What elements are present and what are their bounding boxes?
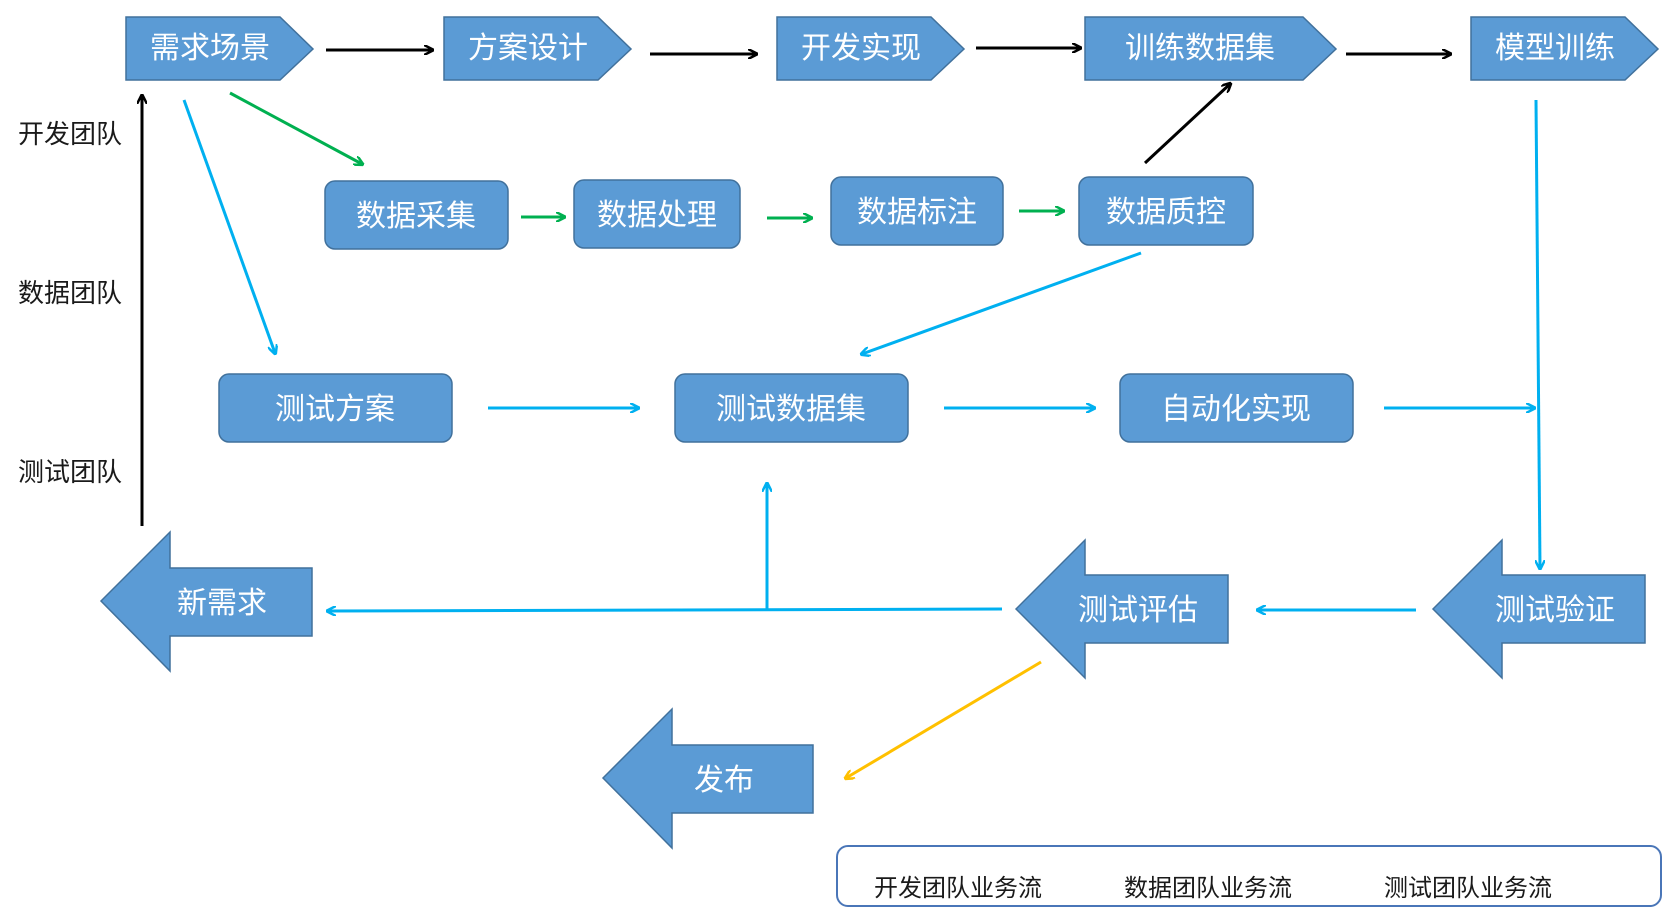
test-row: 测试方案 测试数据集 自动化实现 (218, 373, 1354, 443)
arrow-eval-to-newreq (328, 609, 1003, 611)
release-flow-arrows (846, 660, 1042, 778)
node-test-dataset: 测试数据集 (674, 373, 909, 443)
bottom-row: 新需求 测试评估 测试验证 发布 (99, 530, 1646, 850)
data-flow-arrows (229, 91, 1063, 218)
node-test-plan: 测试方案 (218, 373, 453, 443)
node-development: 开发实现 (776, 16, 966, 81)
node-data-qc-label: 数据质控 (1106, 195, 1226, 230)
node-automation-label: 自动化实现 (1161, 392, 1311, 427)
dev-flow-arrows (142, 48, 1450, 526)
side-label-test-team: 测试团队 (18, 458, 123, 488)
side-label-dev-team: 开发团队 (18, 120, 123, 150)
node-release: 发布 (601, 707, 814, 850)
node-test-evaluation: 测试评估 (1014, 538, 1229, 680)
arrow-scene-to-collection (229, 91, 362, 164)
legend (836, 845, 1662, 907)
node-data-qc: 数据质控 (1078, 176, 1254, 246)
node-training-dataset: 训练数据集 (1084, 16, 1338, 81)
node-data-collection: 数据采集 (324, 180, 509, 250)
arrow-eval-to-release (846, 660, 1042, 778)
arrow-qc-to-testdataset (862, 251, 1142, 354)
node-new-requirement-label: 新需求 (177, 586, 267, 621)
arrow-qc-to-trainset (1143, 84, 1230, 165)
node-new-requirement: 新需求 (99, 530, 313, 673)
node-solution-design-label: 方案设计 (468, 31, 588, 66)
node-model-training: 模型训练 (1470, 16, 1660, 81)
node-test-verification: 测试验证 (1431, 538, 1646, 680)
node-test-evaluation-label: 测试评估 (1078, 593, 1198, 628)
legend-test-label: 测试团队业务流 (1384, 874, 1552, 902)
node-test-verification-label: 测试验证 (1495, 593, 1615, 628)
node-test-dataset-label: 测试数据集 (716, 392, 866, 427)
node-automation: 自动化实现 (1119, 373, 1354, 443)
legend-data-label: 数据团队业务流 (1124, 874, 1292, 902)
node-requirement-scene-label: 需求场景 (150, 31, 270, 66)
node-data-collection-label: 数据采集 (356, 199, 476, 234)
node-data-processing: 数据处理 (573, 179, 741, 249)
node-requirement-scene: 需求场景 (125, 16, 315, 81)
side-label-data-team: 数据团队 (18, 279, 123, 309)
data-row: 数据采集 数据处理 数据标注 数据质控 (324, 176, 1254, 250)
node-model-training-label: 模型训练 (1495, 31, 1615, 66)
node-development-label: 开发实现 (801, 31, 921, 66)
test-flow-arrows (182, 99, 1540, 611)
legend-dev-label: 开发团队业务流 (874, 874, 1042, 902)
node-training-dataset-label: 训练数据集 (1125, 31, 1275, 66)
arrow-modeltrain-to-verify (1534, 99, 1540, 568)
node-data-annotation-label: 数据标注 (857, 195, 977, 230)
node-test-plan-label: 测试方案 (275, 392, 395, 427)
node-solution-design: 方案设计 (443, 16, 633, 81)
top-row: 需求场景 方案设计 开发实现 训练数据集 模型训练 (125, 16, 1660, 81)
node-release-label: 发布 (694, 763, 754, 798)
arrow-scene-to-testplan (182, 99, 275, 353)
node-data-processing-label: 数据处理 (597, 198, 717, 233)
node-data-annotation: 数据标注 (830, 176, 1004, 246)
